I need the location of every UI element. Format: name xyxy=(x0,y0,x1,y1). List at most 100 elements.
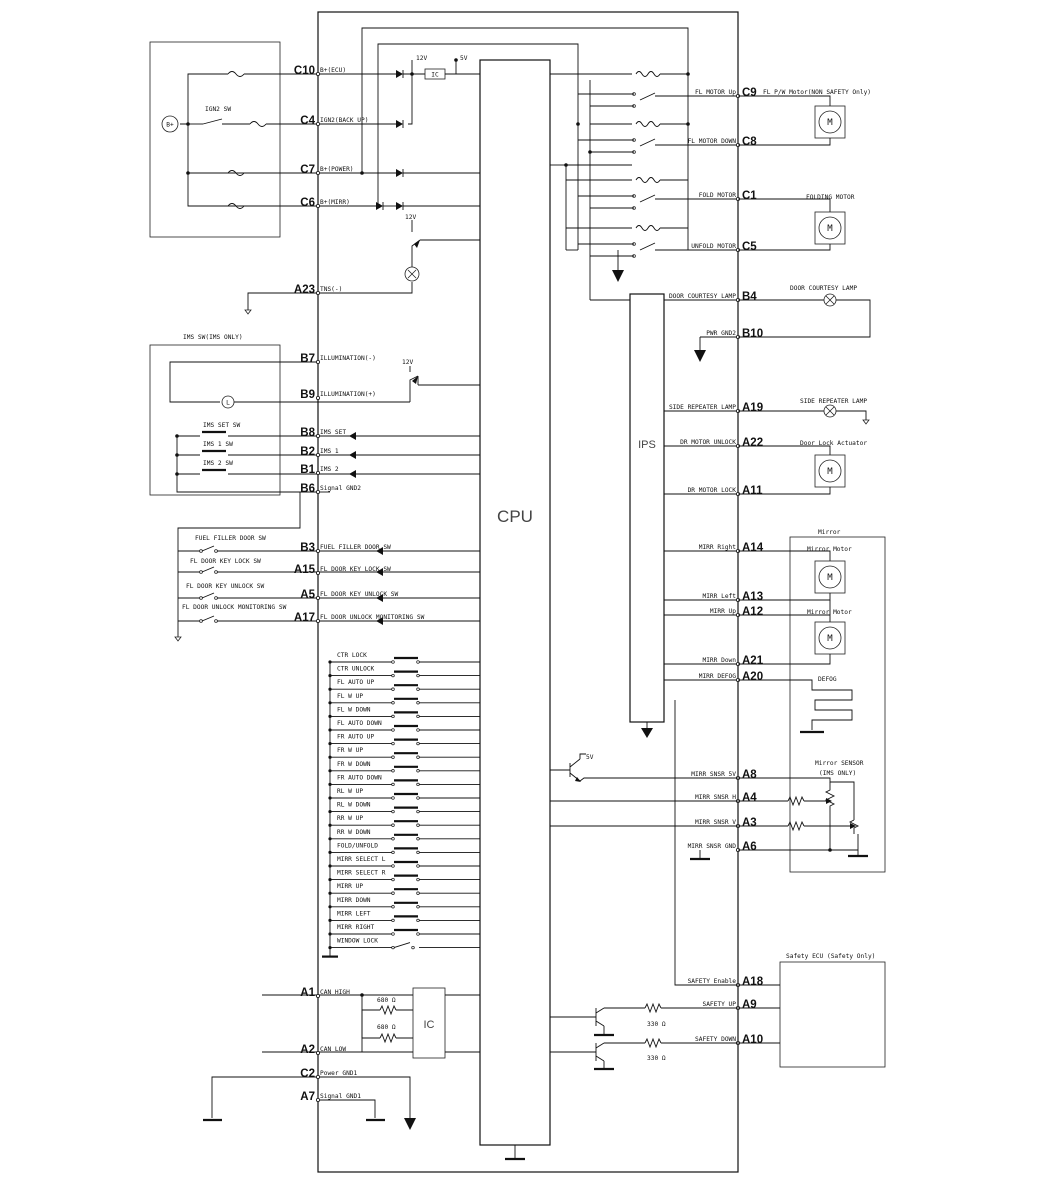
left-pin-b1: B1 xyxy=(300,464,315,476)
right-pin-signal: SAFETY Enable xyxy=(688,978,737,985)
right-pin-c5: C5 xyxy=(742,241,757,253)
power-source-box xyxy=(149,41,281,238)
switch-label: FOLD/UNFOLD xyxy=(337,842,378,849)
svg-text:DOOR COURTESY LAMP: DOOR COURTESY LAMP xyxy=(790,285,857,292)
ips-block xyxy=(629,293,665,723)
right-pin-a14: A14 xyxy=(742,542,764,554)
right-pin-signal: FL MOTOR DOWN xyxy=(688,138,737,145)
ips-ground xyxy=(641,728,653,738)
right-pin-a18: A18 xyxy=(742,976,764,988)
svg-text:12V: 12V xyxy=(402,359,413,366)
svg-text:IMS 1 SW: IMS 1 SW xyxy=(203,441,233,448)
left-pin-signal: CAN HIGH xyxy=(320,989,350,996)
switch-label: MIRR DOWN xyxy=(337,897,371,904)
switch-label: MIRR RIGHT xyxy=(337,924,375,931)
right-pin-a3: A3 xyxy=(742,817,757,829)
left-pin-a7: A7 xyxy=(300,1091,315,1103)
switch-label: RL W DOWN xyxy=(337,802,371,809)
left-pin-b3: B3 xyxy=(300,542,315,554)
right-pin-a4: A4 xyxy=(742,792,757,804)
right-pin-a11: A11 xyxy=(742,485,763,497)
left-pin-signal: Signal GND2 xyxy=(320,485,361,492)
right-pin-signal: MIRR Left xyxy=(702,593,736,600)
switch-label: RR W UP xyxy=(337,815,363,822)
svg-text:12V: 12V xyxy=(416,55,427,62)
ims-switch-rows: IMS SET SW IMS 1 SW IMS 2 SW xyxy=(175,422,318,493)
pin-terminal xyxy=(315,170,320,175)
left-pin-signal: ILLUMINATION(-) xyxy=(320,355,376,362)
switch-label: FR W UP xyxy=(337,747,363,754)
left-pin-c7: C7 xyxy=(300,164,315,176)
right-pin-c8: C8 xyxy=(742,136,757,148)
right-pin-a13: A13 xyxy=(742,591,763,603)
svg-text:FOLDING MOTOR: FOLDING MOTOR xyxy=(806,194,855,201)
svg-text:IGN2 SW: IGN2 SW xyxy=(205,106,231,113)
right-pin-c9: C9 xyxy=(742,87,757,99)
switch-label: MIRR SELECT R xyxy=(337,870,386,877)
svg-text:FL DOOR KEY LOCK SW: FL DOOR KEY LOCK SW xyxy=(190,558,261,565)
right-pin-a20: A20 xyxy=(742,671,763,683)
svg-text:IC: IC xyxy=(431,72,439,79)
left-pin-signal: FL DOOR KEY UNLOCK SW xyxy=(320,591,399,598)
svg-text:M: M xyxy=(827,573,833,583)
svg-text:IMS SW(IMS ONLY): IMS SW(IMS ONLY) xyxy=(183,334,243,341)
right-pin-a22: A22 xyxy=(742,437,763,449)
cpu-block xyxy=(479,59,551,1146)
left-pin-a23: A23 xyxy=(294,284,315,296)
svg-text:FL DOOR KEY UNLOCK SW: FL DOOR KEY UNLOCK SW xyxy=(186,583,265,590)
cpu-label: CPU xyxy=(497,507,533,526)
switch-label: CTR UNLOCK xyxy=(337,666,375,673)
left-pin-signal: B+(ECU) xyxy=(320,67,346,74)
right-pin-a6: A6 xyxy=(742,841,757,853)
svg-text:12V: 12V xyxy=(405,214,416,221)
left-pin-signal: B+(POWER) xyxy=(320,166,354,173)
svg-text:M: M xyxy=(827,634,833,644)
pin-terminal xyxy=(315,1075,320,1080)
right-pin-signal: MIRR Up xyxy=(710,608,736,615)
svg-text:5V: 5V xyxy=(586,754,594,761)
svg-text:(IMS ONLY): (IMS ONLY) xyxy=(819,770,856,777)
left-pin-c10: C10 xyxy=(294,65,315,77)
svg-text:Door Lock Actuator: Door Lock Actuator xyxy=(800,440,867,447)
right-pin-b10: B10 xyxy=(742,328,763,340)
svg-text:M: M xyxy=(827,224,833,234)
svg-text:330 Ω: 330 Ω xyxy=(647,1055,666,1062)
can-transceiver-ic xyxy=(412,987,446,1059)
right-pin-a9: A9 xyxy=(742,999,757,1011)
door-switches: FUEL FILLER DOOR SW FL DOOR KEY LOCK SW … xyxy=(174,535,318,642)
pin-terminal xyxy=(315,619,320,624)
switch-label: RL W UP xyxy=(337,788,363,795)
left-pin-signal: IMS 2 xyxy=(320,466,339,473)
pin-terminal xyxy=(315,470,320,475)
right-pin-signal: MIRR SNSR H xyxy=(695,794,736,801)
left-pin-signal: CAN LOW xyxy=(320,1046,346,1053)
pin-terminal xyxy=(315,994,320,999)
switch-label: CTR LOCK xyxy=(337,652,367,659)
pin-terminal xyxy=(315,549,320,554)
ims-switch-box xyxy=(149,344,281,496)
left-pin-a17: A17 xyxy=(294,612,315,624)
switch-label: FL W UP xyxy=(337,693,363,700)
right-pin-signal: SAFETY UP xyxy=(702,1001,736,1008)
switch-label: MIRR LEFT xyxy=(337,910,371,917)
relay-network xyxy=(550,71,738,282)
switch-label: MIRR UP xyxy=(337,883,363,890)
svg-text:IC: IC xyxy=(424,1019,435,1031)
left-pin-signal: FUEL FILLER DOOR SW xyxy=(320,544,391,551)
left-pin-a2: A2 xyxy=(300,1044,315,1056)
left-pin-signal: FL DOOR UNLOCK MONITORING SW xyxy=(320,614,425,621)
left-pin-signal: Signal GND1 xyxy=(320,1093,361,1100)
switch-contact xyxy=(393,942,411,949)
switch-label: WINDOW LOCK xyxy=(337,938,378,945)
left-pin-a15: A15 xyxy=(294,564,316,576)
svg-text:FUEL FILLER DOOR SW: FUEL FILLER DOOR SW xyxy=(195,535,266,542)
left-pin-b6: B6 xyxy=(300,483,315,495)
left-pin-b8: B8 xyxy=(300,427,315,439)
left-pin-signal: B+(MIRR) xyxy=(320,199,350,206)
right-pin-signal: FL MOTOR Up xyxy=(695,89,736,96)
right-pin-signal: DR MOTOR UNLOCK xyxy=(680,439,736,446)
ips-label: IPS xyxy=(638,439,656,451)
left-pin-c2: C2 xyxy=(300,1068,315,1080)
